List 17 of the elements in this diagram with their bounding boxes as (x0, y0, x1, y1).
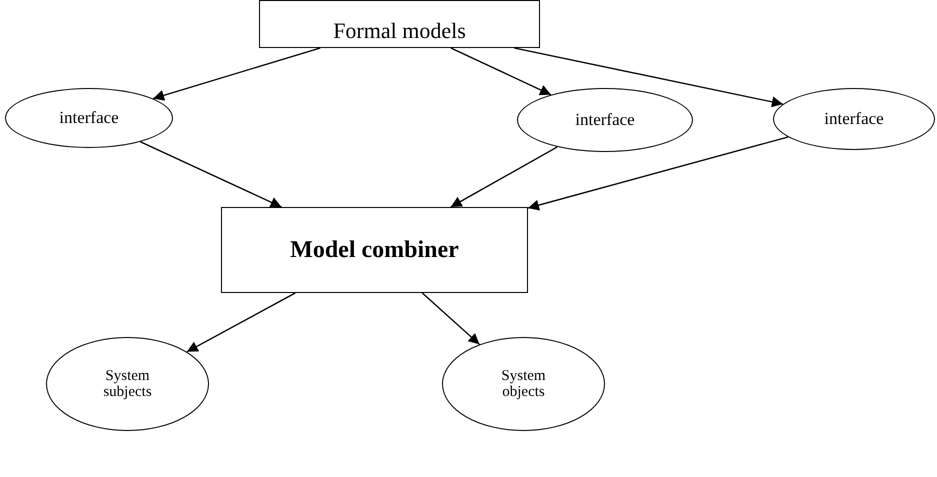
node-label: interface (824, 110, 884, 128)
arrow (450, 146, 558, 208)
node-label: Model combiner (290, 236, 459, 264)
arrow (140, 141, 282, 208)
node-label: interface (59, 108, 119, 128)
arrow (152, 47, 320, 101)
node-label: System subjects (102, 368, 153, 400)
node-label: System objects (500, 368, 547, 400)
process-box (221, 207, 528, 293)
arrow (528, 136, 788, 210)
arrow (514, 47, 784, 108)
arrow (450, 47, 552, 96)
arrow (422, 292, 480, 345)
node-label: Formal models (333, 16, 466, 44)
process-box (259, 0, 540, 48)
node-label: interface (575, 110, 635, 130)
arrow (186, 292, 296, 352)
